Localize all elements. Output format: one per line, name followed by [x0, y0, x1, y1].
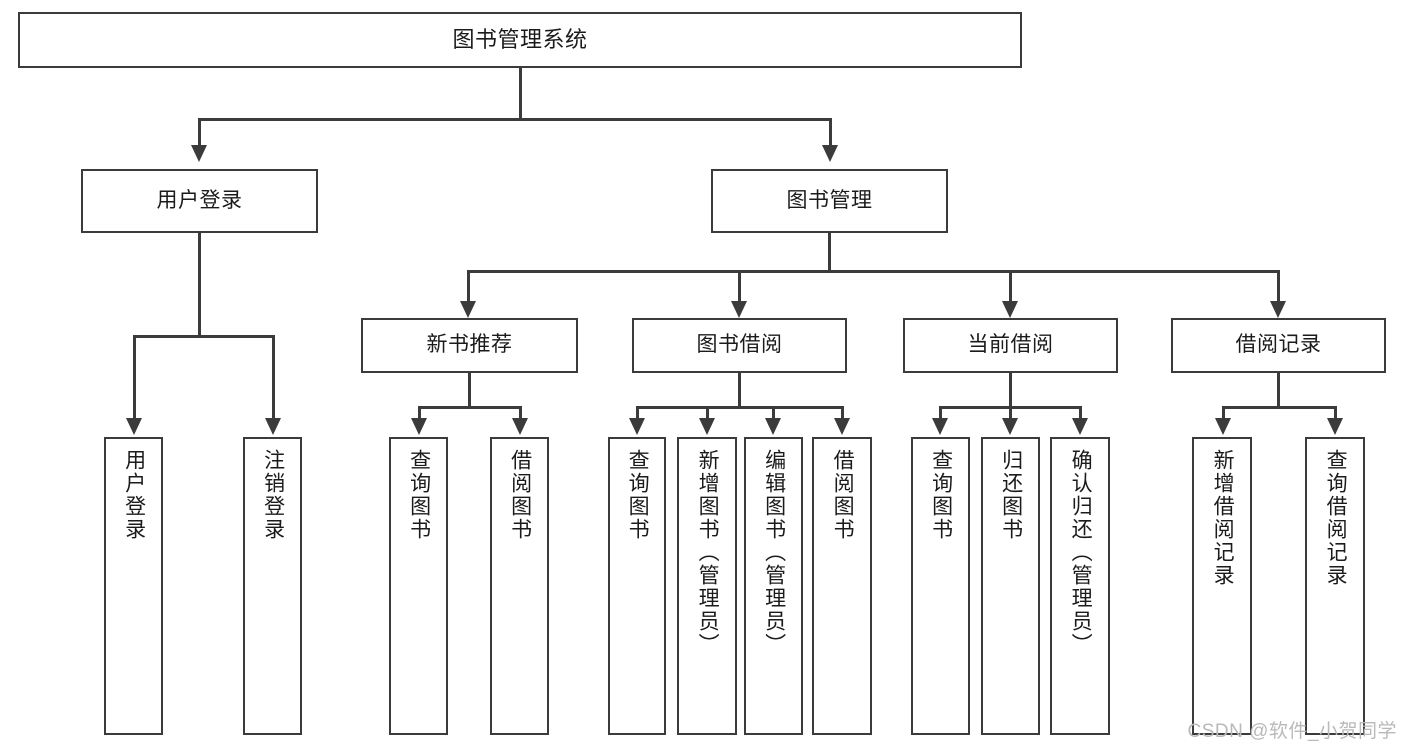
leaf-borrow-record-1[interactable]: 查询借阅记录: [1305, 437, 1365, 735]
arrow-to-leaf-new-book-0: [411, 418, 427, 435]
arrow-to-user-login: [191, 145, 207, 162]
leaf-book-borrow-2[interactable]: 编辑图书（管理员）: [744, 437, 803, 735]
node-new-book-recommend[interactable]: 新书推荐: [361, 318, 578, 373]
node-current-borrow[interactable]: 当前借阅: [903, 318, 1118, 373]
node-user-login[interactable]: 用户登录: [81, 169, 318, 233]
node-label: 当前借阅: [967, 333, 1054, 357]
node-label: 新书推荐: [426, 333, 513, 357]
leaf-current-borrow-2[interactable]: 确认归还（管理员）: [1050, 437, 1110, 735]
arrow-to-leaf-book-borrow-2: [765, 418, 781, 435]
arrow-to-leaf-user-login-0: [126, 418, 142, 435]
connector-borrow-record-bus: [1222, 406, 1336, 409]
connector-book-manage-bus: [467, 270, 1279, 273]
connector-user-login-trunk: [198, 233, 201, 335]
node-label: 用户登录: [156, 188, 243, 212]
connector-book-borrow-drop-4: [841, 406, 844, 418]
connector-user-login-drop-1: [133, 335, 136, 418]
connector-borrow-record-drop-1: [1222, 406, 1225, 418]
arrow-to-leaf-current-borrow-1: [1002, 418, 1018, 435]
node-label: 新增借阅记录: [1211, 449, 1235, 587]
connector-new-book-bus: [418, 406, 521, 409]
arrow-to-leaf-borrow-record-0: [1215, 418, 1231, 435]
arrow-to-leaf-borrow-record-1: [1327, 418, 1343, 435]
connector-borrow-record-trunk: [1277, 373, 1280, 406]
connector-current-borrow-drop-3: [1079, 406, 1082, 418]
connector-user-login-bus: [133, 335, 274, 338]
connector-book-borrow-drop-2: [706, 406, 709, 418]
node-label: 注销登录: [261, 449, 285, 541]
arrow-to-leaf-book-borrow-1: [699, 418, 715, 435]
leaf-book-borrow-1[interactable]: 新增图书（管理员）: [677, 437, 737, 735]
connector-book-manage-drop-3: [1009, 270, 1012, 301]
connector-root-trunk: [519, 68, 522, 118]
leaf-new-book-1[interactable]: 借阅图书: [490, 437, 549, 735]
arrow-to-current-borrow: [1002, 301, 1018, 318]
leaf-user-login-0[interactable]: 用户登录: [104, 437, 163, 735]
connector-root-drop-1: [198, 118, 201, 145]
node-label: 查询图书: [407, 449, 431, 541]
node-label: 查询图书: [929, 449, 953, 541]
leaf-current-borrow-0[interactable]: 查询图书: [911, 437, 970, 735]
node-label: 归还图书: [999, 449, 1023, 541]
node-label: 编辑图书（管理员）: [762, 449, 786, 656]
node-label: 用户登录: [122, 449, 146, 541]
connector-root-drop-2: [829, 118, 832, 145]
node-label: 借阅图书: [508, 449, 532, 541]
node-label: 借阅记录: [1235, 333, 1322, 357]
leaf-borrow-record-0[interactable]: 新增借阅记录: [1192, 437, 1252, 735]
node-book-manage[interactable]: 图书管理: [711, 169, 948, 233]
node-root-system[interactable]: 图书管理系统: [18, 12, 1022, 68]
arrow-to-book-borrow: [731, 301, 747, 318]
node-label: 图书管理: [786, 188, 873, 212]
arrow-to-leaf-book-borrow-0: [629, 418, 645, 435]
leaf-current-borrow-1[interactable]: 归还图书: [981, 437, 1040, 735]
arrow-to-new-book: [460, 301, 476, 318]
connector-new-book-drop-1: [418, 406, 421, 418]
connector-book-borrow-trunk: [738, 373, 741, 406]
connector-root-bus: [198, 118, 831, 121]
leaf-book-borrow-3[interactable]: 借阅图书: [812, 437, 872, 735]
arrow-to-borrow-record: [1270, 301, 1286, 318]
connector-current-borrow-drop-2: [1009, 406, 1012, 418]
connector-book-manage-drop-2: [738, 270, 741, 301]
node-borrow-record[interactable]: 借阅记录: [1171, 318, 1386, 373]
node-label: 图书管理系统: [452, 27, 588, 53]
node-label: 图书借阅: [696, 333, 783, 357]
leaf-new-book-0[interactable]: 查询图书: [389, 437, 448, 735]
arrow-to-book-manage: [822, 145, 838, 162]
arrow-to-leaf-current-borrow-2: [1072, 418, 1088, 435]
connector-user-login-drop-2: [272, 335, 275, 418]
leaf-user-login-1[interactable]: 注销登录: [243, 437, 302, 735]
arrow-to-leaf-new-book-1: [512, 418, 528, 435]
node-label: 借阅图书: [831, 449, 855, 541]
node-label: 新增图书（管理员）: [696, 449, 720, 656]
connector-book-borrow-bus: [636, 406, 841, 409]
connector-borrow-record-drop-2: [1334, 406, 1337, 418]
leaf-book-borrow-0[interactable]: 查询图书: [608, 437, 666, 735]
connector-book-manage-trunk: [828, 233, 831, 270]
arrow-to-leaf-book-borrow-3: [834, 418, 850, 435]
node-book-borrow[interactable]: 图书借阅: [632, 318, 847, 373]
connector-book-manage-drop-4: [1277, 270, 1280, 301]
node-label: 查询借阅记录: [1324, 449, 1348, 587]
connector-current-borrow-drop-1: [939, 406, 942, 418]
arrow-to-leaf-current-borrow-0: [932, 418, 948, 435]
connector-book-manage-drop-1: [467, 270, 470, 301]
connector-current-borrow-trunk: [1009, 373, 1012, 406]
connector-book-borrow-drop-1: [636, 406, 639, 418]
node-label: 查询图书: [626, 449, 650, 541]
connector-new-book-trunk: [468, 373, 471, 406]
arrow-to-leaf-user-login-1: [265, 418, 281, 435]
node-label: 确认归还（管理员）: [1069, 449, 1093, 656]
connector-new-book-drop-2: [519, 406, 522, 418]
connector-book-borrow-drop-3: [772, 406, 775, 418]
